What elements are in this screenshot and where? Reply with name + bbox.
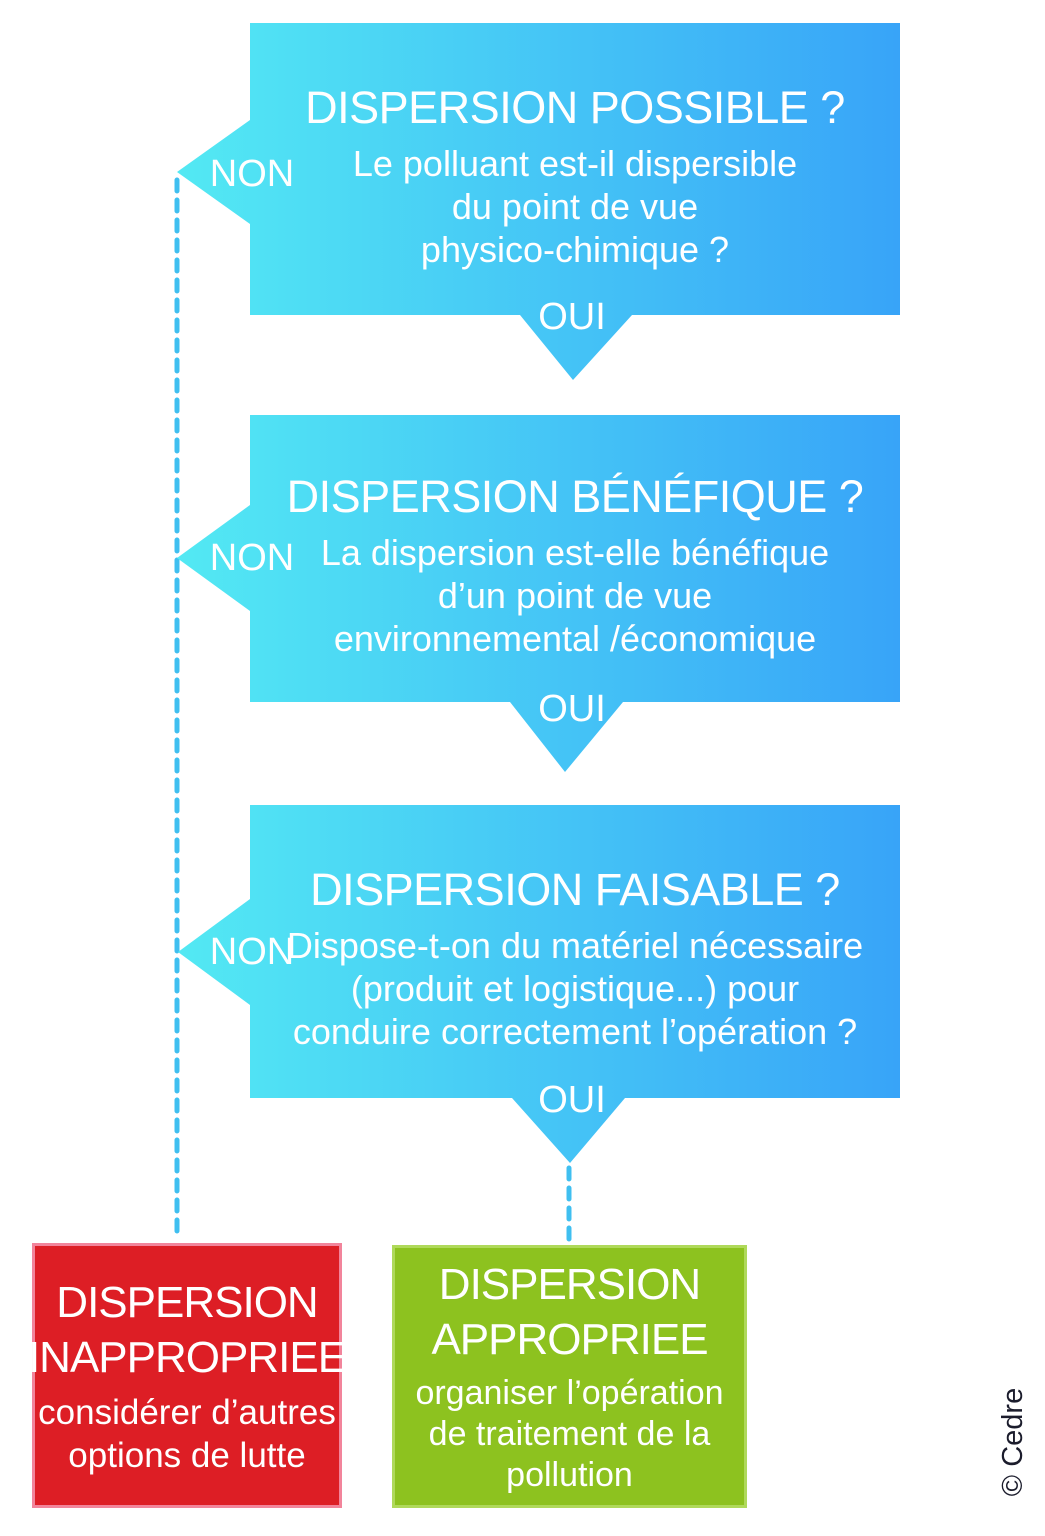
copyright-credit: © Cedre: [997, 1387, 1029, 1497]
outcome-subtitle-line: considérer d’autres: [38, 1392, 336, 1432]
oui-label: OUI: [538, 1079, 606, 1121]
non-label: NON: [209, 931, 295, 973]
bubble-benefique-text: DISPERSION BÉNÉFIQUE ? La dispersion est…: [250, 415, 900, 702]
bubble-subtitle-line: environnemental /économique: [333, 618, 817, 659]
bubble-subtitle-line: d’un point de vue: [437, 575, 713, 616]
decision-bubble-faisable: [178, 805, 900, 1163]
bubble-subtitle-line: La dispersion est-elle bénéfique: [320, 532, 830, 573]
bubble-subtitle-line: Le polluant est-il dispersible: [352, 142, 798, 184]
non-label: NON: [209, 537, 295, 579]
outcome-appropriate-box: DISPERSION APPROPRIEE organiser l’opérat…: [392, 1245, 747, 1508]
bubble-subtitle-line: physico-chimique ?: [420, 228, 730, 270]
decision-bubble-benefique: [177, 415, 900, 772]
outcome-title-line: APPROPRIEE: [431, 1315, 708, 1364]
outcome-subtitle-line: options de lutte: [68, 1435, 306, 1475]
outcome-subtitle-line: de traitement de la: [428, 1415, 711, 1453]
bubble-subtitle-line: du point de vue: [451, 185, 699, 227]
oui-label: OUI: [538, 296, 606, 338]
bubble-title: DISPERSION FAISABLE ?: [310, 864, 840, 915]
outcome-subtitle-line: organiser l’opération: [415, 1374, 724, 1412]
bubble-title: DISPERSION POSSIBLE ?: [305, 81, 845, 133]
outcome-title-line: DISPERSION: [56, 1277, 318, 1327]
non-label: NON: [209, 153, 295, 195]
bubble-title: DISPERSION BÉNÉFIQUE ?: [286, 471, 864, 522]
oui-label: OUI: [538, 688, 606, 730]
outcome-title-line: INAPPROPRIEE: [27, 1332, 347, 1382]
decision-bubble-possible: [177, 23, 900, 380]
bubble-faisable-text: DISPERSION FAISABLE ? Dispose-t-on du ma…: [250, 805, 900, 1098]
bubble-subtitle-line: (produit et logistique...) pour: [350, 968, 800, 1009]
bubble-possible-text: DISPERSION POSSIBLE ? Le polluant est-il…: [250, 23, 900, 315]
bubble-subtitle-line: Dispose-t-on du matériel nécessaire: [286, 925, 864, 966]
bubble-subtitle-line: conduire correctement l’opération ?: [292, 1011, 858, 1052]
outcome-title-line: DISPERSION: [438, 1260, 701, 1309]
outcome-inappropriate-box: DISPERSION INAPPROPRIEE considérer d’aut…: [28, 1243, 347, 1508]
outcome-subtitle-line: pollution: [506, 1456, 633, 1494]
